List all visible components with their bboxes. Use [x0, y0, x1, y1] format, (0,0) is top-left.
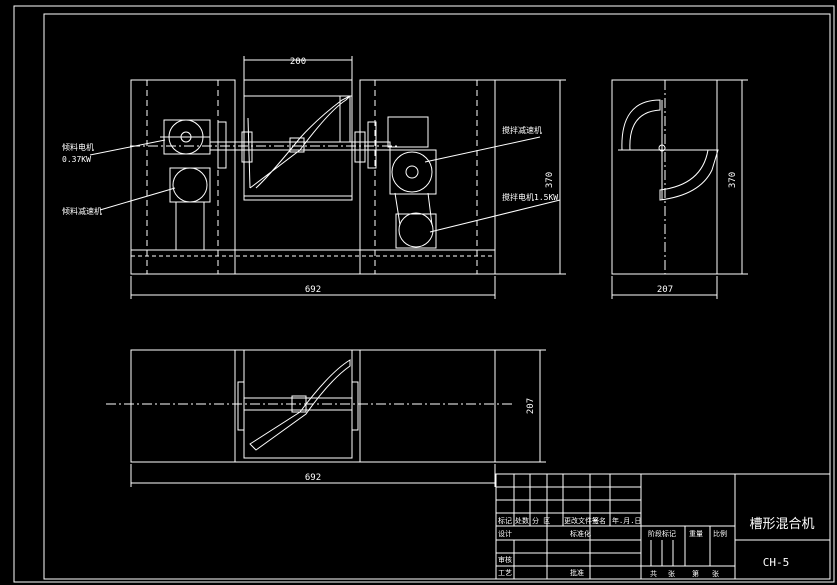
tb-sheet: 张 — [712, 569, 719, 578]
callout-stir-reducer: 搅拌减速机 — [502, 125, 542, 135]
tb-signature: 签名 — [592, 516, 606, 525]
callout-feed-motor-power: 0.37KW — [62, 155, 91, 164]
tb-date: 年.月.日 — [612, 516, 641, 525]
tb-scale: 比例 — [713, 529, 727, 538]
drawing-title: 槽形混合机 — [749, 517, 814, 532]
callout-stir-motor: 搅拌电机1.5KW — [502, 192, 558, 202]
tb-zone: 分 区 — [532, 516, 550, 525]
inner-frame — [43, 13, 831, 580]
top-view: 692 207 — [106, 349, 546, 487]
front-view: 200 692 370 倾料电机 0.37KW 倾料减速机 搅拌减速机 搅拌电机… — [62, 56, 566, 299]
outer-frame — [13, 5, 835, 583]
tb-weight: 重量 — [689, 530, 703, 538]
tb-mark: 标记 — [498, 516, 512, 525]
tb-count: 处数 — [515, 516, 529, 525]
top-dim-width: 692 — [305, 473, 321, 483]
drawing-number: CH-5 — [763, 556, 790, 569]
top-dim-height: 207 — [526, 398, 536, 414]
front-dim-width: 692 — [305, 285, 321, 295]
side-dim-width: 207 — [657, 285, 673, 295]
front-dim-top: 200 — [290, 57, 306, 67]
tb-approve: 批准 — [570, 568, 584, 577]
tb-process: 工艺 — [498, 569, 512, 577]
front-dim-height: 370 — [545, 172, 555, 188]
callout-feed-reducer: 倾料减速机 — [62, 206, 102, 216]
tb-standardize: 标准化 — [570, 529, 591, 538]
tb-stage-mark: 阶段标记 — [648, 529, 676, 538]
side-view: 207 370 — [611, 79, 748, 299]
tb-change-doc: 更改文件号 — [564, 516, 599, 525]
tb-design: 设计 — [498, 529, 512, 538]
title-block: 标记 处数 分 区 更改文件号 签名 年.月.日 设计 标准化 审核 工艺 批准… — [495, 473, 831, 580]
tb-review: 审核 — [498, 555, 512, 564]
tb-number: 第 — [692, 569, 699, 578]
side-dim-height: 370 — [728, 172, 738, 188]
callout-feed-motor: 倾料电机 — [62, 142, 94, 152]
tb-sheets: 张 — [668, 569, 675, 578]
tb-total: 共 — [650, 569, 657, 578]
